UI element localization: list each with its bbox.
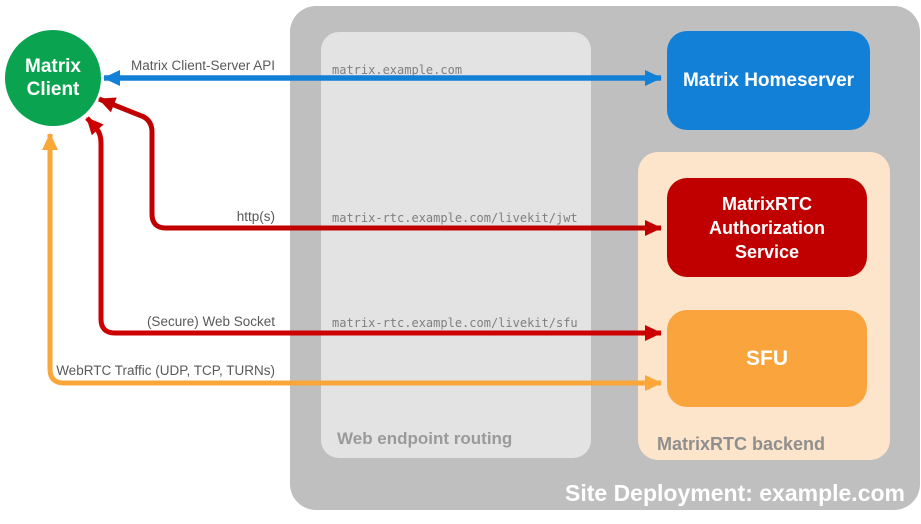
web-socket-arrow-label: (Secure) Web Socket [146, 314, 275, 329]
sfu-label: SFU [746, 346, 788, 370]
matrix-homeserver-label: Matrix Homeserver [682, 69, 855, 91]
web-endpoint-routing-panel [321, 32, 591, 458]
matrixrtc-backend-label: MatrixRTC backend [657, 434, 826, 454]
endpoint-url-livekit-sfu: matrix-rtc.example.com/livekit/sfu [332, 316, 578, 330]
endpoint-url-homeserver: matrix.example.com [332, 63, 463, 77]
matrix-homeserver-node: Matrix Homeserver [667, 31, 870, 130]
webrtc-traffic-arrow-label: WebRTC Traffic (UDP, TCP, TURNs) [56, 363, 275, 378]
endpoint-url-livekit-jwt: matrix-rtc.example.com/livekit/jwt [332, 211, 578, 225]
matrixrtc-auth-service-node: MatrixRTC Authorization Service [667, 178, 867, 277]
site-deployment-title: Site Deployment: example.com [565, 480, 905, 506]
matrixrtc-auth-service-label: MatrixRTC Authorization Service [709, 193, 825, 262]
sfu-node: SFU [667, 310, 867, 407]
https-arrow-label: http(s) [236, 209, 275, 224]
web-endpoint-routing-label: Web endpoint routing [337, 429, 513, 448]
client-server-api-arrow-label: Matrix Client-Server API [130, 58, 275, 73]
